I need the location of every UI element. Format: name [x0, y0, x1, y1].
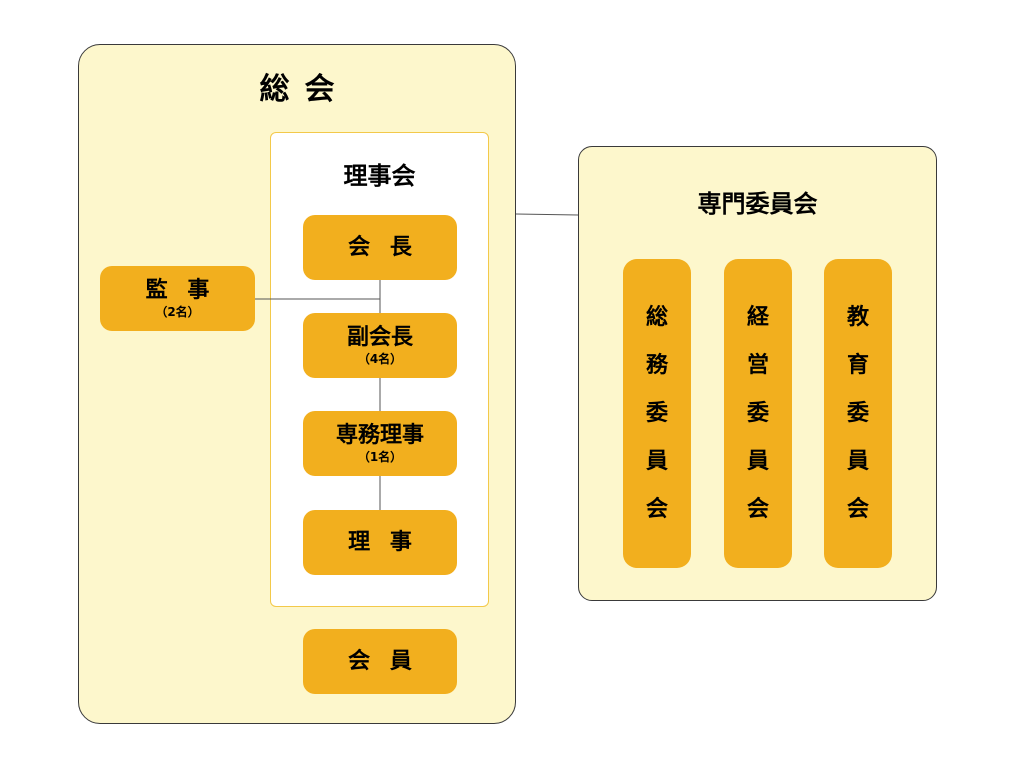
managing-director-label: 専務理事 — [335, 422, 424, 448]
committee-label-char: 育 — [846, 352, 869, 378]
committee-connector-line — [515, 213, 579, 216]
committee-label-char: 員 — [846, 448, 869, 474]
committee-label-char: 営 — [746, 352, 769, 378]
chairman-label: 会長 — [348, 234, 432, 260]
auditor-box: 監事 （2名） — [100, 266, 255, 331]
general-affairs-committee-box: 総務委員会 — [623, 259, 691, 568]
business-committee-box: 経営委員会 — [724, 259, 792, 568]
committee-label-char: 会 — [645, 496, 668, 522]
general-assembly-title: 総会 — [259, 72, 350, 107]
committees-title: 専門委員会 — [697, 190, 818, 218]
committee-label-char: 務 — [645, 352, 668, 378]
directors-box: 理事 — [303, 510, 457, 575]
committee-label-char: 教 — [846, 304, 869, 330]
committee-label-char: 会 — [846, 496, 869, 522]
committee-label-char: 委 — [846, 400, 869, 426]
education-committee-box: 教育委員会 — [824, 259, 892, 568]
committee-label-char: 委 — [746, 400, 769, 426]
auditor-label: 監事 — [145, 277, 230, 303]
vice-chairman-box: 副会長 （4名） — [303, 313, 457, 378]
committee-label-char: 経 — [746, 304, 769, 330]
vice-chairman-count: （4名） — [357, 351, 403, 366]
board-of-directors-title: 理事会 — [343, 162, 416, 190]
vice-chairman-label: 副会長 — [346, 324, 413, 350]
directors-label: 理事 — [348, 529, 432, 555]
chairman-box: 会長 — [303, 215, 457, 280]
committee-label-char: 員 — [645, 448, 668, 474]
auditor-count: （2名） — [155, 304, 200, 319]
managing-director-count: （1名） — [357, 449, 403, 464]
committee-label-char: 員 — [746, 448, 769, 474]
committee-label-char: 会 — [746, 496, 769, 522]
committee-label-char: 総 — [645, 304, 668, 330]
managing-director-box: 専務理事 （1名） — [303, 411, 457, 476]
members-box: 会員 — [303, 629, 457, 694]
members-label: 会員 — [348, 648, 432, 674]
committee-label-char: 委 — [645, 400, 668, 426]
